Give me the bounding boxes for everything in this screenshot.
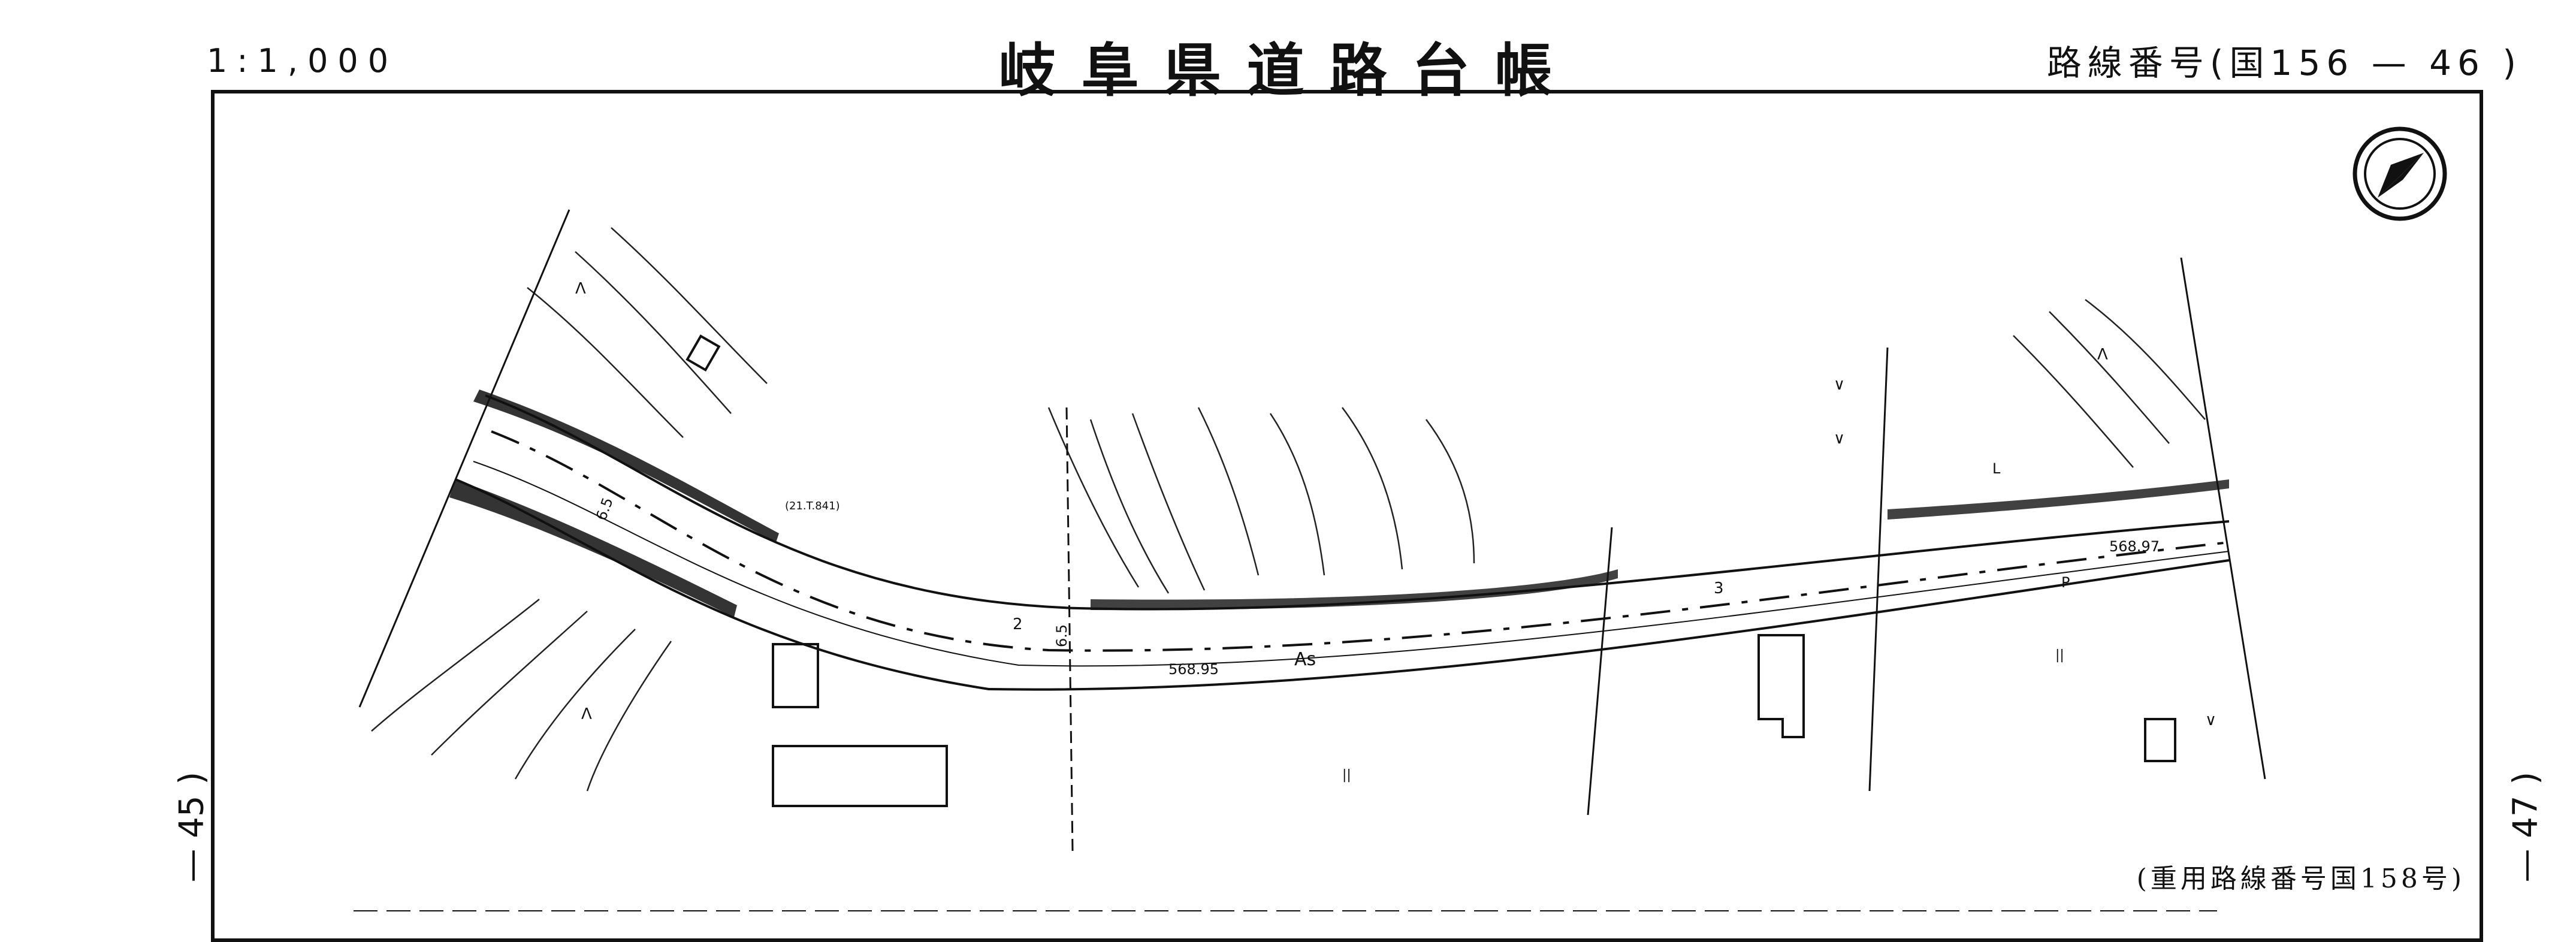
forest-symbol: Λ	[575, 280, 586, 298]
grass-symbol: ∨	[1834, 430, 1845, 448]
elevation-label-left: 568.95	[1168, 661, 1219, 678]
section-2-label: 2	[1013, 615, 1023, 633]
north-arrow-icon	[2352, 126, 2447, 221]
sidewalk-band	[449, 390, 2229, 617]
spot-note-label: (21.T.841)	[785, 500, 840, 512]
elevation-label-right: 568.97	[2109, 538, 2160, 555]
forest-symbol: Λ	[581, 705, 592, 723]
route-number: 路線番号(国156 — 46 )	[2046, 43, 2522, 83]
marker-l-label: L	[1992, 460, 2001, 477]
field-symbol: ||	[2055, 648, 2064, 663]
map-frame	[211, 90, 2483, 942]
field-symbol: ||	[1342, 768, 1351, 783]
marker-p-label: P	[2061, 574, 2070, 591]
buildings	[685, 334, 2176, 807]
road-surface-label: As	[1294, 649, 1316, 670]
section-3-label: 3	[1714, 579, 1724, 597]
road-outline	[455, 394, 2230, 691]
boundary-lines	[354, 209, 2266, 911]
width-label-center: 6.5	[1053, 624, 1070, 647]
contour-lines	[371, 227, 2206, 792]
grass-symbol: ∨	[1834, 376, 1845, 394]
map-scale: 1:1,000	[207, 42, 398, 80]
forest-symbol: Λ	[2097, 346, 2108, 364]
grass-symbol: ∨	[2205, 711, 2216, 729]
width-label-left: 6.5	[593, 496, 616, 523]
overlap-route-note: (重用路線番号国158号)	[2136, 864, 2465, 894]
